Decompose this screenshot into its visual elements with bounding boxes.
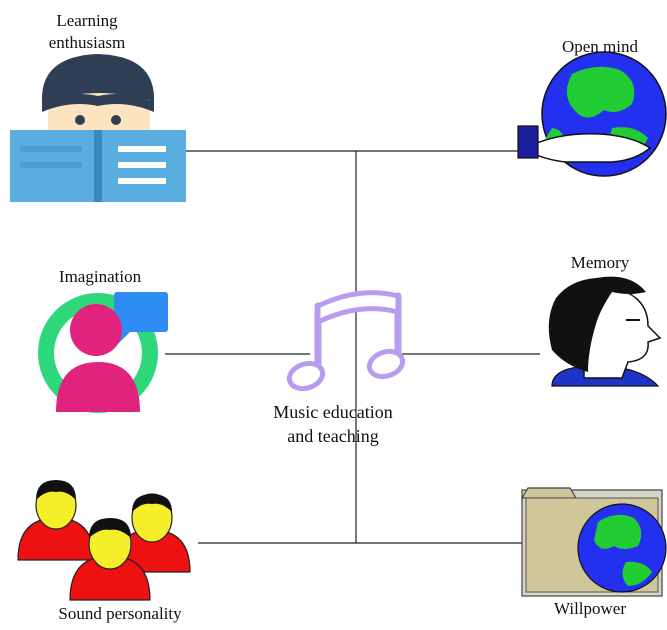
hand-holding-globe-icon xyxy=(517,51,667,177)
label-memory: Memory xyxy=(570,253,630,272)
music-note-icon xyxy=(286,290,406,392)
label-center-line2: and teaching xyxy=(287,426,379,446)
label-learning-enthusiasm: Learning enthusiasm xyxy=(12,10,162,54)
label-learning-line1: Learning xyxy=(56,11,118,30)
label-imagination: Imagination xyxy=(58,267,142,286)
label-center-line1: Music education xyxy=(273,402,393,422)
person-speech-bubble-icon xyxy=(38,292,168,413)
label-center-topic: Music education and teaching xyxy=(248,400,418,448)
label-open-mind: Open mind xyxy=(561,37,639,56)
head-profile-icon xyxy=(548,276,662,387)
label-sound-personality: Sound personality xyxy=(58,604,182,623)
label-learning-line2: enthusiasm xyxy=(48,33,126,52)
folder-globe-icon xyxy=(520,487,667,597)
group-of-people-icon xyxy=(17,480,191,601)
reading-boy-icon xyxy=(10,54,186,202)
label-willpower: Willpower xyxy=(553,599,627,618)
connector-lines xyxy=(165,150,540,544)
